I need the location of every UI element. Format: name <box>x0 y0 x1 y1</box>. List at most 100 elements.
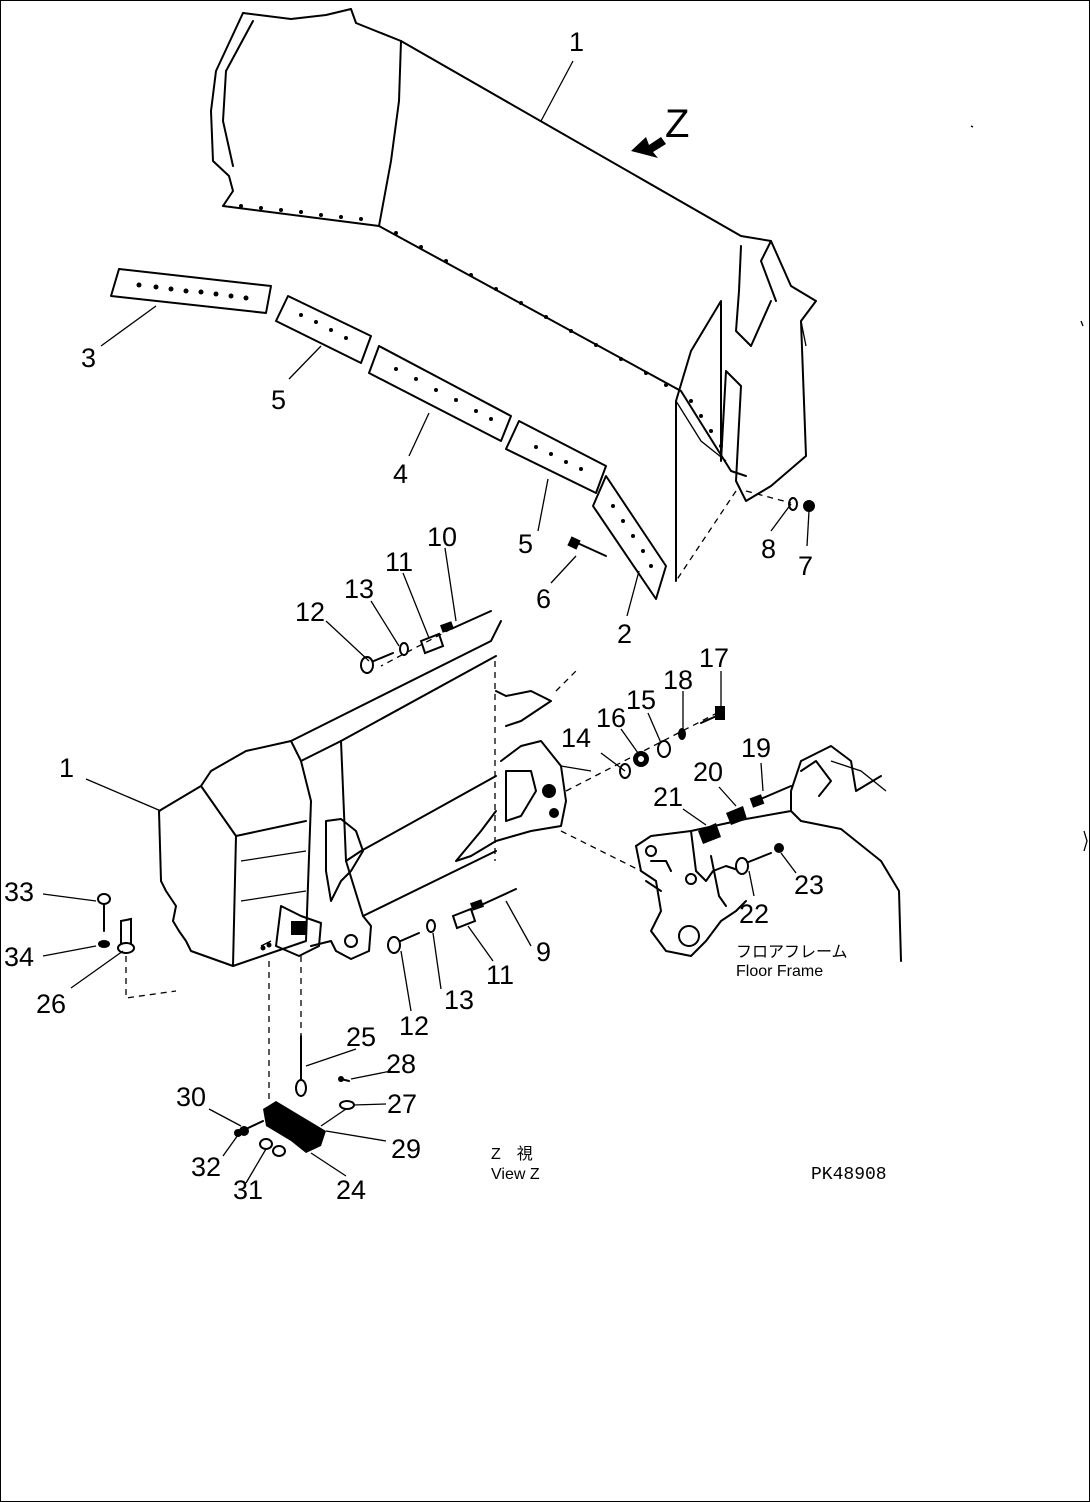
assembly-line <box>268 956 302 1101</box>
floor-frame-label-jp: フロアフレーム <box>736 944 848 961</box>
callout-2: 2 <box>617 619 632 649</box>
callout-5-right: 5 <box>518 529 533 559</box>
callout-11-upper: 11 <box>385 547 413 577</box>
assembly-line <box>560 830 642 872</box>
pin-part-10 <box>439 610 492 633</box>
callout-9: 9 <box>536 937 551 967</box>
callout-10: 10 <box>427 522 457 552</box>
callout-13-lower: 13 <box>444 985 474 1015</box>
callout-8: 8 <box>761 534 776 564</box>
washer-part-13-lower <box>426 919 436 933</box>
callout-30: 30 <box>176 1082 206 1112</box>
pin-part-9 <box>469 888 517 911</box>
washer-part-32 <box>234 1129 242 1137</box>
drawing-code: PK48908 <box>811 1165 887 1185</box>
callout-33: 33 <box>4 877 34 907</box>
assembly-line <box>675 490 737 582</box>
view-z-arrow <box>631 137 666 158</box>
callout-18: 18 <box>663 665 693 695</box>
washer-part-18 <box>678 728 686 740</box>
end-bit-part-5-right <box>505 420 607 494</box>
nut-part-7 <box>803 500 815 512</box>
callout-6: 6 <box>536 584 551 614</box>
callout-17: 17 <box>699 643 729 673</box>
bolt-part-25 <box>295 1035 307 1097</box>
view-z-label-jp: Z 視 <box>491 1145 533 1163</box>
bolt-part-33 <box>97 893 111 932</box>
callout-25: 25 <box>346 1022 376 1052</box>
view-z-arrow-label: Z <box>665 102 689 146</box>
pin-part-26 <box>117 917 135 954</box>
callout-11-lower: 11 <box>486 960 514 990</box>
callout-27: 27 <box>387 1089 417 1119</box>
bolt-part-31 <box>259 1138 286 1157</box>
bushing-part-20 <box>726 806 747 825</box>
callout-1-upper: 1 <box>569 27 584 57</box>
callout-23: 23 <box>794 870 824 900</box>
bolt-part-30 <box>239 1120 264 1136</box>
callout-28: 28 <box>386 1049 416 1079</box>
floor-frame-label-en: Floor Frame <box>736 963 823 980</box>
callout-labels: 1 3 5 4 5 6 2 8 7 10 11 13 12 1 17 18 15… <box>4 27 824 1205</box>
pin-part-19 <box>749 785 792 808</box>
upper-blade-part-1 <box>210 8 817 582</box>
washer-part-23 <box>774 843 784 853</box>
callout-16: 16 <box>596 703 626 733</box>
callout-22: 22 <box>739 899 769 929</box>
view-z-label-en: View Z <box>491 1166 540 1183</box>
bushing-part-11-lower <box>451 907 477 930</box>
callout-5-left: 5 <box>271 385 286 415</box>
callout-4: 4 <box>393 459 408 489</box>
lower-blade-part-1 <box>158 620 502 967</box>
bolt-part-12-lower <box>387 932 420 954</box>
assembly-line <box>770 455 807 487</box>
callout-31: 31 <box>233 1175 263 1205</box>
bolt-part-22 <box>735 852 772 875</box>
callout-3: 3 <box>81 343 96 373</box>
assembly-line <box>745 490 792 504</box>
callout-21: 21 <box>653 782 683 812</box>
callout-32: 32 <box>191 1152 221 1182</box>
callout-1-lower: 1 <box>59 753 74 783</box>
callout-29: 29 <box>391 1134 421 1164</box>
end-bit-part-2 <box>592 475 667 600</box>
callout-20: 20 <box>693 757 723 787</box>
blade-trunnion-bracket <box>455 690 592 862</box>
cutting-edge-part-3 <box>110 268 272 314</box>
bolt-part-17 <box>700 706 725 724</box>
callout-12-lower: 12 <box>399 1011 429 1041</box>
bolt-part-12-upper <box>360 652 394 674</box>
callout-7: 7 <box>798 551 813 581</box>
callout-26: 26 <box>36 989 66 1019</box>
callout-12-upper: 12 <box>295 597 325 627</box>
callout-19: 19 <box>741 733 771 763</box>
washer-part-13-upper <box>399 642 409 656</box>
assembly-line <box>380 628 452 667</box>
end-bit-part-5-left <box>275 295 372 364</box>
assembly-line <box>555 670 577 692</box>
clip-part-28 <box>338 1076 350 1082</box>
bolt-part-6 <box>567 536 607 557</box>
cutting-edge-part-4 <box>368 345 512 442</box>
bushing-part-16 <box>633 751 649 767</box>
leader-lines <box>42 60 810 1184</box>
washer-part-15 <box>657 740 671 758</box>
callout-15: 15 <box>626 685 656 715</box>
assembly-line <box>565 710 722 792</box>
washer-part-34 <box>98 940 110 948</box>
clip-part-27 <box>339 1100 355 1110</box>
callout-13-upper: 13 <box>344 574 374 604</box>
bushing-part-21 <box>698 823 721 844</box>
bushing-part-11-upper <box>419 632 445 655</box>
washer-part-8 <box>788 497 798 511</box>
callout-14: 14 <box>561 723 591 753</box>
scan-marks <box>970 125 1088 852</box>
assembly-line <box>320 1108 347 1127</box>
callout-34: 34 <box>4 942 34 972</box>
bracket-part-24 <box>263 1101 326 1153</box>
callout-24: 24 <box>336 1175 366 1205</box>
assembly-line <box>125 956 177 999</box>
floor-frame <box>635 745 902 962</box>
